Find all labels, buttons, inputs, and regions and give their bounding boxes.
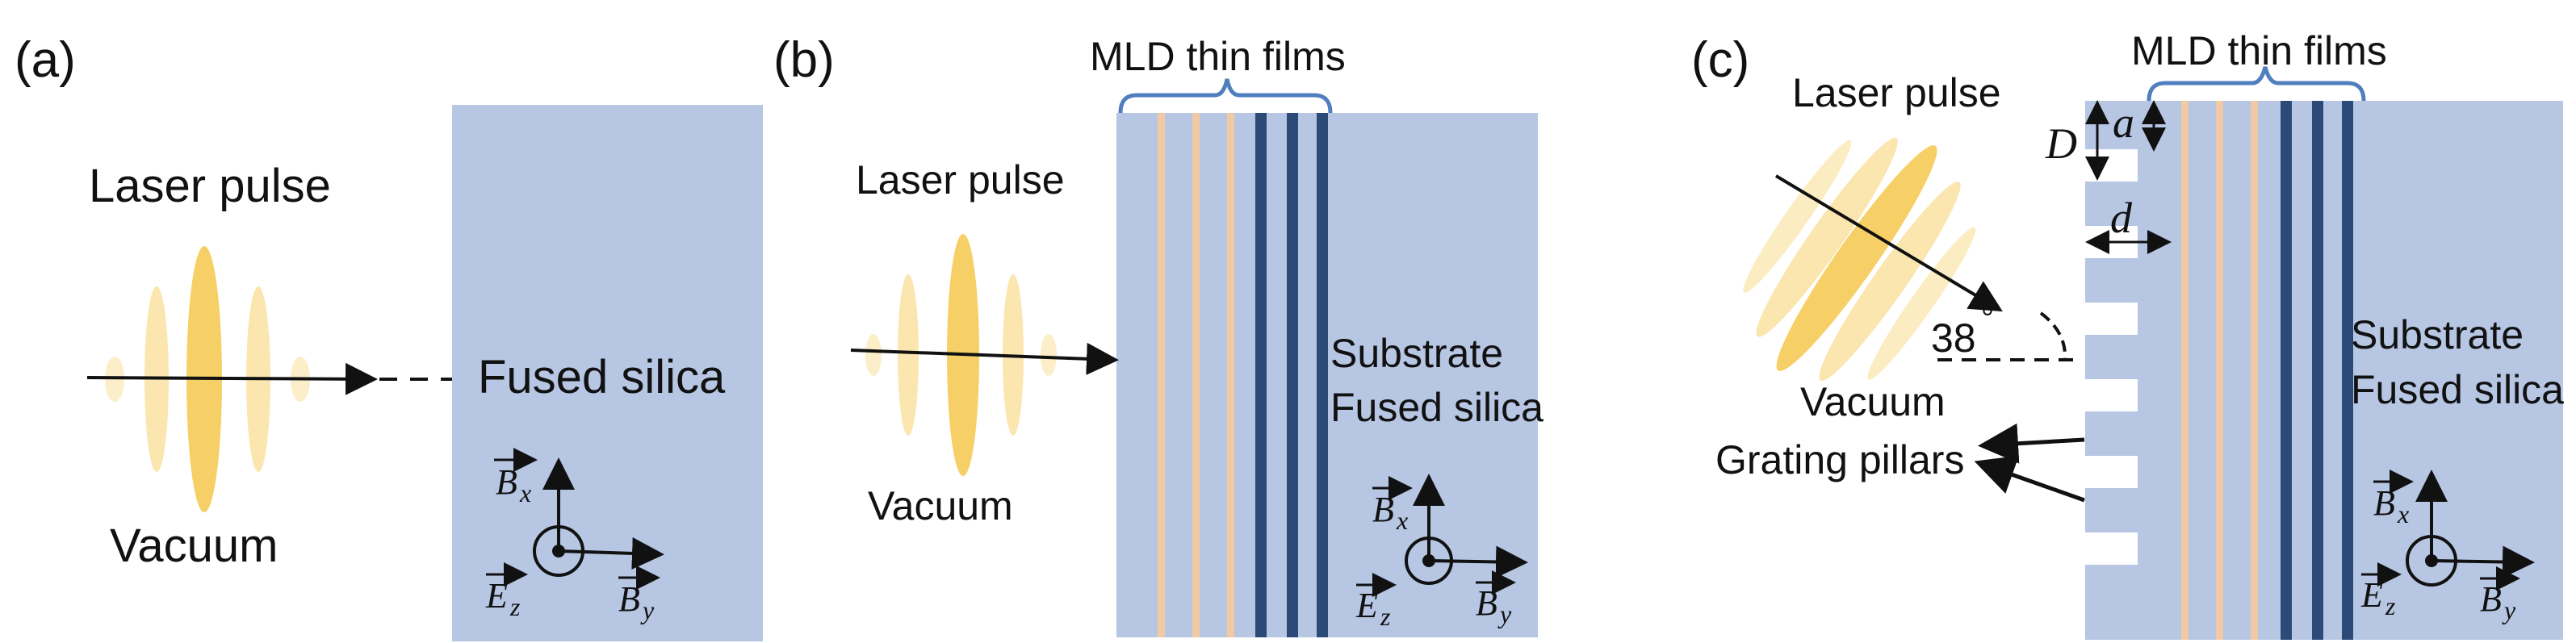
grating-gap	[2085, 303, 2138, 335]
ez-label: E	[2360, 575, 2383, 615]
svg-text:x: x	[1396, 506, 1408, 535]
substrate-label: Substrate	[1330, 331, 1503, 376]
by-axis-arrow	[558, 537, 664, 570]
incidence-angle-arc	[2039, 311, 2067, 361]
film-layer	[2251, 101, 2258, 640]
by-label: B	[618, 579, 640, 619]
by-axis-arrow	[1428, 545, 1528, 578]
fused-silica-label: Fused silica	[478, 351, 726, 403]
bx-label: B	[1372, 490, 1394, 529]
ez-label: E	[1355, 586, 1378, 625]
svg-text:z: z	[2385, 591, 2396, 620]
film-layer	[1317, 113, 1328, 637]
field-axes-a: B x B y E z	[485, 448, 664, 624]
by-label: B	[1476, 583, 1497, 623]
svg-text:x: x	[2397, 499, 2409, 528]
field-axes-c: B x B y E z	[2360, 470, 2535, 624]
bx-label: B	[496, 462, 517, 502]
film-layer	[2312, 101, 2323, 640]
film-layer	[1255, 113, 1267, 637]
film-layer	[1158, 113, 1165, 637]
film-layer	[2281, 101, 2292, 640]
mld-films	[1158, 113, 1328, 637]
angle-unit: °	[1981, 301, 1994, 336]
films-label: MLD thin films	[2131, 28, 2387, 73]
laser-beam-arrow	[86, 362, 378, 395]
dimension-markers: D a d	[2045, 98, 2172, 254]
panel-a-tag: (a)	[15, 32, 76, 88]
grating-gap	[2085, 379, 2138, 411]
svg-text:z: z	[509, 592, 521, 621]
substrate-label: Substrate	[2351, 312, 2524, 357]
fused-silica-label: Fused silica	[1330, 385, 1544, 430]
angle-value: 38	[1931, 315, 1976, 361]
films-label: MLD thin films	[1090, 34, 1346, 79]
svg-text:z: z	[1380, 602, 1391, 631]
laser-beam-arrow	[850, 342, 1119, 375]
grating-pointer-arrow	[1978, 423, 2085, 464]
vacuum-label: Vacuum	[110, 520, 278, 572]
by-axis-arrow	[2431, 545, 2535, 578]
dim-a-label: a	[2113, 98, 2134, 147]
substrate-block	[2085, 101, 2563, 640]
grating-gap	[2085, 532, 2138, 565]
svg-text:y: y	[1497, 599, 1512, 628]
svg-text:y: y	[640, 595, 655, 624]
ez-out-of-plane-symbol	[2406, 535, 2457, 587]
film-layer	[1192, 113, 1200, 637]
laser-pulse-label: Laser pulse	[856, 157, 1065, 203]
bx-label: B	[2373, 483, 2395, 523]
film-layer	[2342, 101, 2353, 640]
ez-out-of-plane-symbol	[1405, 537, 1453, 585]
films-bracket	[1118, 78, 1333, 114]
grating-pillars-label: Grating pillars	[1715, 437, 1964, 482]
field-axes-b: B x B y E z	[1355, 474, 1528, 631]
dim-D-label: D	[2045, 119, 2077, 168]
vacuum-label: Vacuum	[868, 483, 1013, 528]
svg-text:x: x	[519, 478, 531, 507]
film-layer	[1287, 113, 1298, 637]
films-bracket	[2147, 66, 2366, 102]
by-label: B	[2480, 579, 2502, 619]
film-layer	[2216, 101, 2223, 640]
fused-silica-label: Fused silica	[2351, 367, 2564, 412]
panel-c-tag: (c)	[1691, 32, 1749, 88]
grating-gap	[2085, 456, 2138, 488]
panel-b-tag: (b)	[773, 32, 835, 88]
laser-pulse-label: Laser pulse	[89, 160, 331, 212]
film-layer	[1227, 113, 1234, 637]
panel-b: (b) MLD thin films Laser pulse Vacuum Su…	[773, 32, 1544, 637]
grating-pointer-arrow	[1974, 455, 2085, 503]
ez-out-of-plane-symbol	[533, 525, 584, 577]
laser-pulse-label: Laser pulse	[1792, 70, 2001, 115]
mld-films	[2181, 101, 2353, 640]
ez-label: E	[485, 576, 508, 616]
laser-pulse-shape	[1743, 137, 1976, 382]
grating-gap	[2085, 149, 2138, 182]
panel-a: (a) Laser pulse Vacuum Fused silica B x	[15, 32, 763, 641]
laser-beam-arrow	[1774, 174, 2003, 312]
dim-d-label: d	[2110, 194, 2133, 242]
vacuum-label: Vacuum	[1800, 379, 1946, 424]
film-layer	[2181, 101, 2189, 640]
svg-text:y: y	[2502, 595, 2516, 624]
panel-c: (c) MLD thin films	[1691, 28, 2564, 640]
